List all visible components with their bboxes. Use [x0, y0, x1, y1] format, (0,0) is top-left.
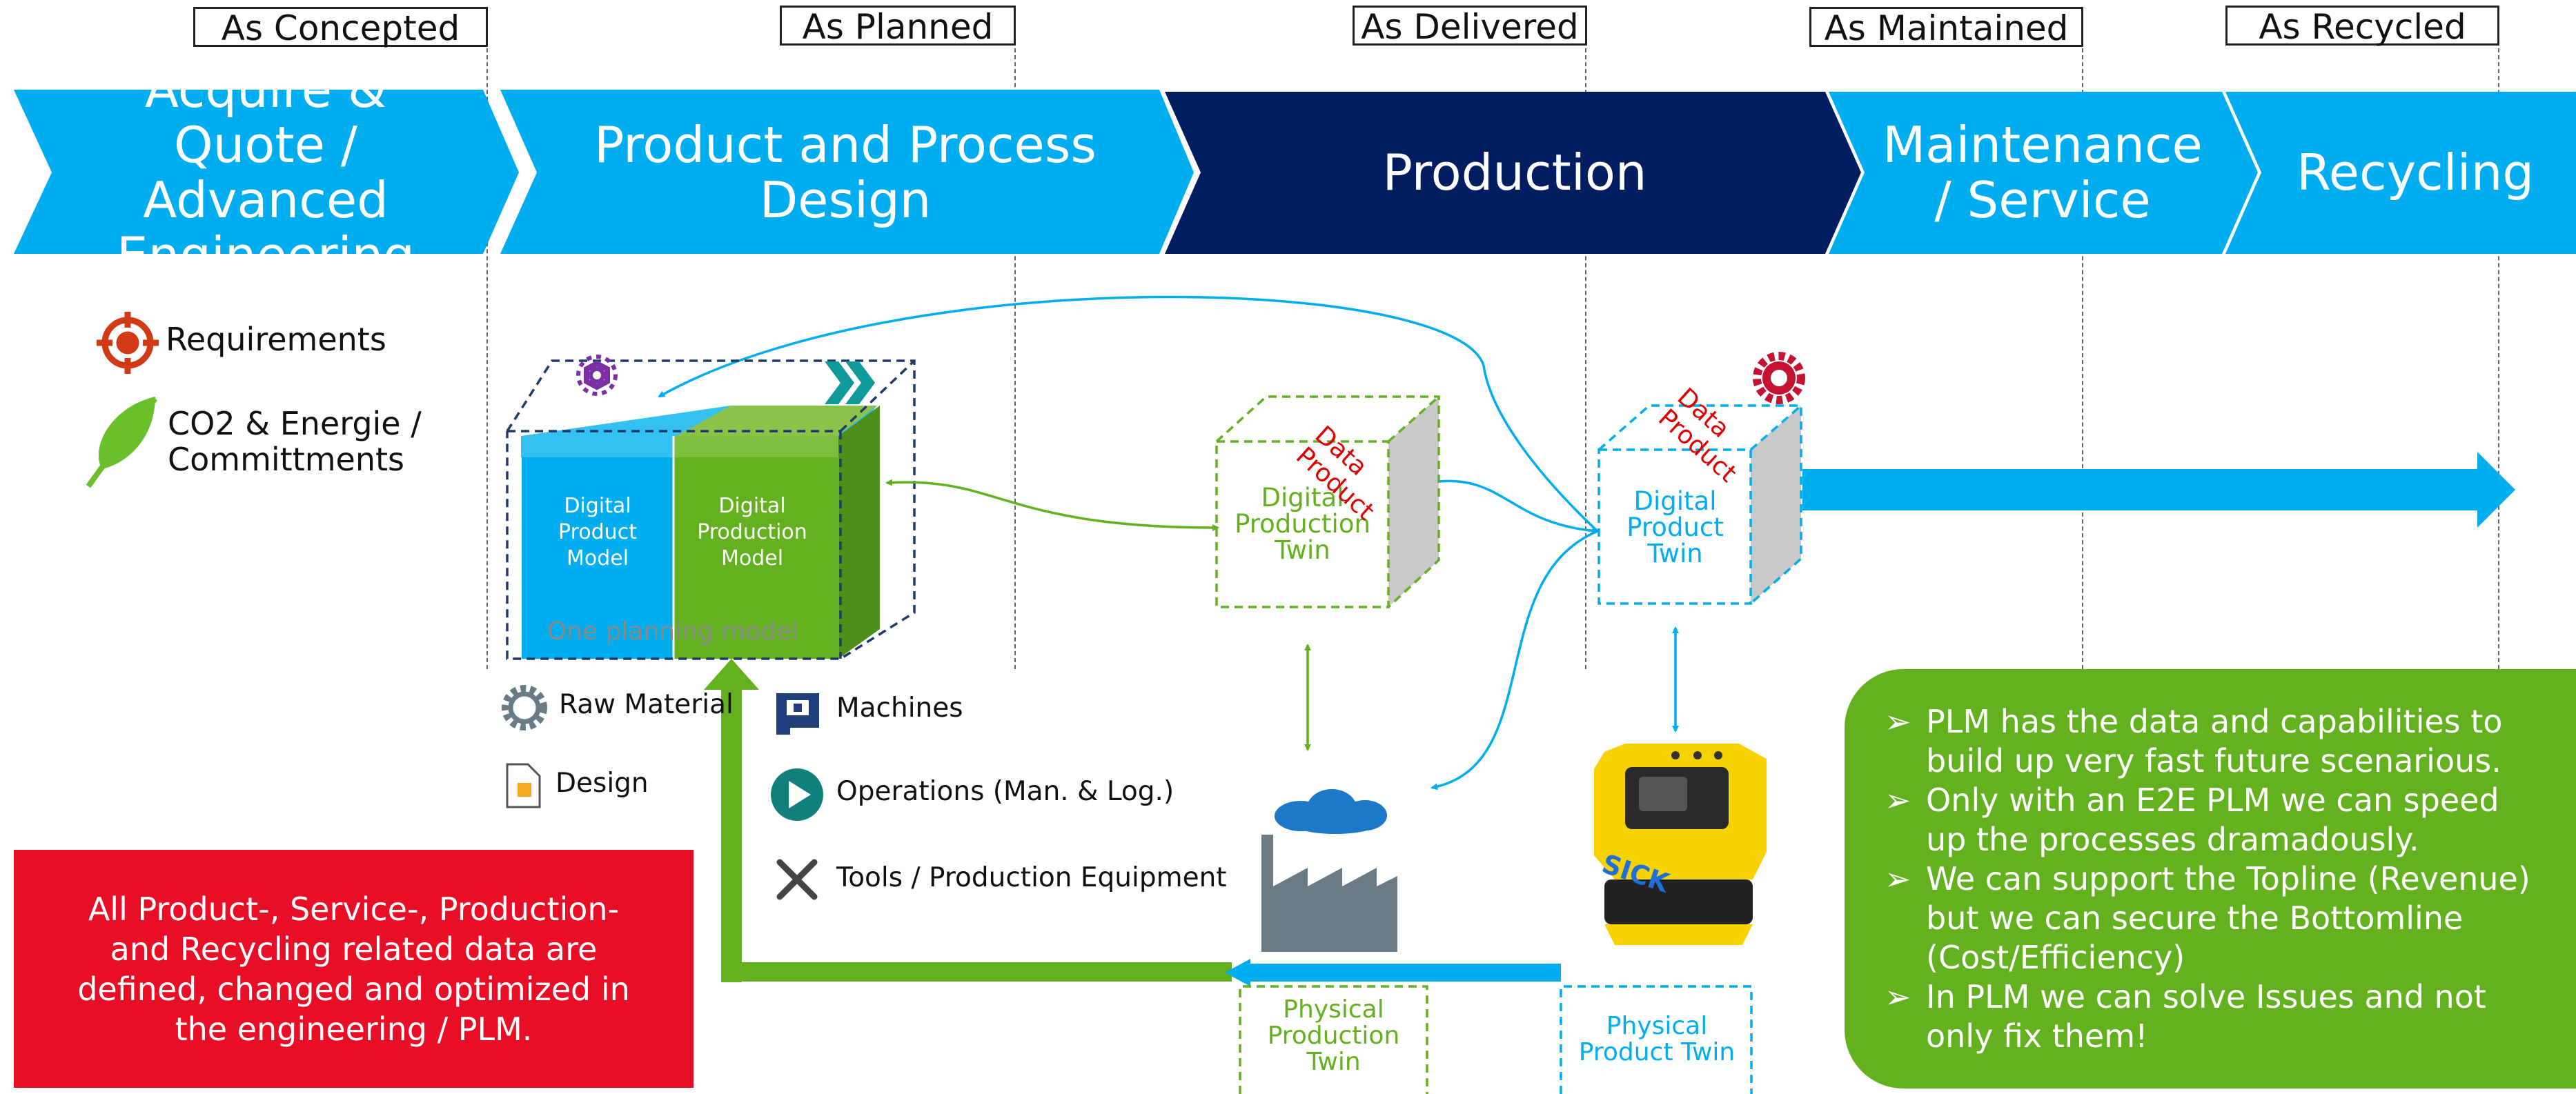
tools-label: Tools / Production Equipment — [836, 862, 1227, 893]
gear-icon — [502, 685, 547, 730]
physical-product-twin-box — [1560, 985, 1753, 1094]
phase-title-production: Production — [1382, 143, 1647, 201]
one-planning-model-label: One planning model — [547, 617, 799, 646]
digital-production-twin-label: Digital Production Twin — [1235, 483, 1370, 565]
plm-info-box: All Product-, Service-, Production- and … — [14, 850, 694, 1088]
digital-product-twin-label: Digital Product Twin — [1626, 486, 1724, 568]
physical-production-twin-label: Physical Production Twin — [1267, 995, 1400, 1076]
physical-product-twin-label: Physical Product Twin — [1578, 1012, 1736, 1066]
benefits-list: PLM has the data and capabilities to bui… — [1885, 702, 2548, 1056]
machine-icon — [776, 693, 819, 735]
stage-label-delivered: As Delivered — [1353, 6, 1587, 46]
phase-chevron-acquire — [14, 90, 519, 254]
design-label: Design — [555, 768, 649, 799]
return-arrow-base-blue — [1242, 964, 1561, 982]
play-icon — [771, 768, 823, 821]
separator-planned — [1014, 48, 1016, 669]
stage-label-concepted: As Concepted — [193, 7, 488, 48]
operations-label: Operations (Man. & Log.) — [836, 776, 1174, 807]
benefit-item: Only with an E2E PLM we can speed up the… — [1885, 781, 2548, 859]
phase-chevron-bar — [14, 90, 2576, 254]
benefit-item: We can support the Topline (Revenue) but… — [1885, 859, 2548, 977]
phase-chevron-production — [1165, 92, 1861, 254]
phase-chevron-maintenance — [1829, 92, 2258, 254]
stage-label-recycled: As Recycled — [2225, 6, 2499, 46]
plm-info-text: All Product-, Service-, Production- and … — [77, 890, 630, 1048]
machines-label: Machines — [836, 693, 963, 724]
digital-product-model-label: Digital Product Model — [558, 494, 637, 570]
planning-to-twin-arrow — [885, 479, 1219, 531]
stage-label-planned: As Planned — [780, 6, 1016, 46]
separator-concepted — [486, 48, 488, 669]
phase-chevron-design — [500, 90, 1194, 254]
cloud-icon — [1275, 789, 1387, 834]
separator-maintained — [2082, 48, 2083, 669]
separator-recycled — [2498, 48, 2499, 669]
digital-production-model-label: Digital Production Model — [697, 494, 807, 570]
return-arrow-base-green — [721, 962, 1232, 982]
twin-link-factory — [1430, 530, 1598, 790]
tools-icon — [776, 859, 818, 900]
benefits-box: PLM has the data and capabilities to bui… — [1845, 669, 2576, 1088]
digital-production-twin-cube — [1215, 395, 1440, 608]
document-icon — [506, 763, 541, 808]
phase-chevron-recycling — [2225, 92, 2576, 254]
return-arrow-head — [704, 659, 759, 690]
target-icon — [97, 312, 159, 374]
benefit-item: In PLM we can solve Issues and not only … — [1885, 977, 2548, 1056]
separator-delivered — [1585, 48, 1586, 669]
planning-model-box — [506, 359, 916, 660]
phase-title-recycling: Recycling — [2296, 143, 2535, 201]
physical-production-twin-box — [1239, 985, 1428, 1094]
feedback-arrow — [658, 295, 1599, 533]
benefit-item: PLM has the data and capabilities to bui… — [1885, 702, 2548, 781]
factory-icon — [1261, 835, 1397, 952]
chevron-icon — [825, 361, 875, 404]
phase-title-design: Product and Process Design — [594, 116, 1097, 229]
requirements-label: Requirements — [166, 321, 386, 358]
scanner-device-icon — [1594, 744, 1767, 945]
twin-link-top — [1438, 479, 1599, 535]
phase-title-maintenance: Maintenance / Service — [1882, 116, 2203, 229]
raw-material-label: Raw Material — [559, 689, 734, 720]
stage-label-maintained: As Maintained — [1809, 7, 2083, 48]
settings-hexagon-icon — [576, 355, 618, 396]
leaf-icon — [86, 397, 158, 488]
lifecycle-arrow — [1802, 452, 2515, 528]
co2-label: CO2 & Energie / Committments — [168, 405, 422, 478]
digital-product-twin-cube — [1597, 404, 1802, 605]
red-gear-icon — [1753, 352, 1805, 404]
